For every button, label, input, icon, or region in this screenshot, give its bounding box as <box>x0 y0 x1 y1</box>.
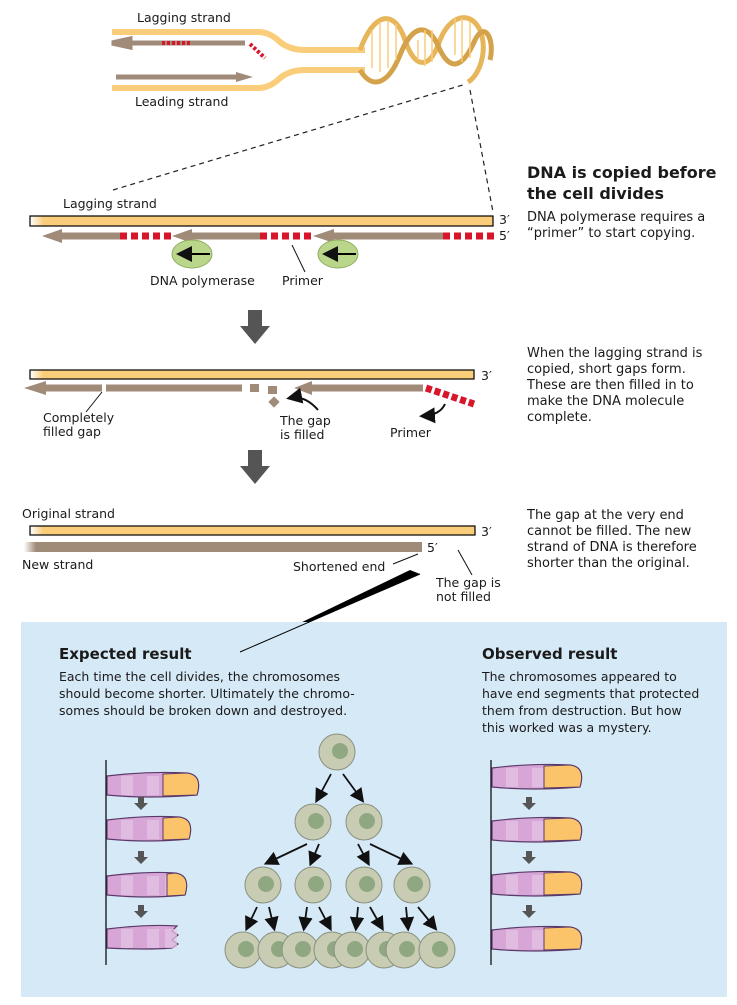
zoom-line-right <box>469 89 494 213</box>
helix-rungs <box>371 18 471 72</box>
step2-primer-label: Primer <box>390 425 431 440</box>
primer-pointer <box>291 244 306 273</box>
observed-title: Observed result <box>482 645 618 663</box>
observed-text: The chromosomes appeared to have end seg… <box>482 669 700 735</box>
dna-polymerase-1 <box>171 239 213 269</box>
gap-not-filled-label: The gap is not filled <box>436 575 501 604</box>
gap-filled-label: The gap is filled <box>280 413 331 442</box>
dna-polymerase-2 <box>317 239 359 269</box>
down-arrow-2 <box>240 450 270 484</box>
polymerase-label: DNA polymerase <box>150 273 255 288</box>
step2-strands <box>24 369 476 424</box>
step1-strand-label: Lagging strand <box>63 196 157 211</box>
step2-3prime: 3′ <box>481 368 492 383</box>
fork-lagging-label: Lagging strand <box>137 10 231 25</box>
zoom-line-left <box>112 83 467 191</box>
replication-fork <box>111 15 494 213</box>
down-arrow-1 <box>240 310 270 344</box>
step3-5prime: 5′ <box>427 540 438 555</box>
expected-title: Expected result <box>59 645 192 663</box>
fork-leading-label: Leading strand <box>135 94 229 109</box>
lagging-fragment-arrow <box>111 35 245 51</box>
original-strand-label: Original strand <box>22 506 115 521</box>
expected-text: Each time the cell divides, the chromoso… <box>59 669 355 718</box>
step1-3prime: 3′ <box>499 212 510 227</box>
template-strand <box>29 215 494 227</box>
step2-side-text: When the lagging strand is copied, short… <box>527 346 703 425</box>
step1-side-title: DNA is copied before the cell divides <box>527 163 717 203</box>
lagging-new-primer <box>248 42 267 60</box>
step1-side-text: DNA polymerase requires a “primer” to st… <box>527 210 706 241</box>
new-strand-label: New strand <box>22 557 94 572</box>
filled-gap-label: Completely filled gap <box>43 410 115 439</box>
step3-side-text: The gap at the very end cannot be filled… <box>527 508 697 571</box>
shortened-end-label: Shortened end <box>293 559 386 574</box>
step1-strands <box>29 215 494 273</box>
primer-label: Primer <box>282 273 323 288</box>
fork-top-strand <box>112 29 365 53</box>
step3-3prime: 3′ <box>481 524 492 539</box>
step1-5prime: 5′ <box>499 228 510 243</box>
dna-helix <box>357 15 494 85</box>
fork-bottom-strand <box>112 67 365 91</box>
